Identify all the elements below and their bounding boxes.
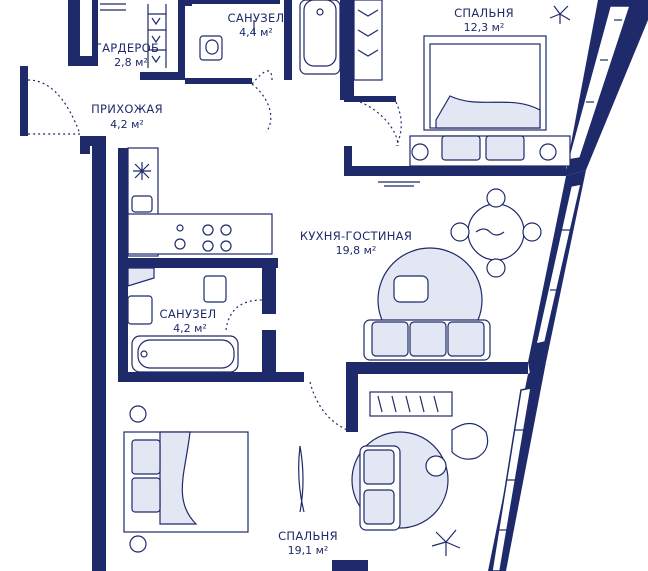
bathroom-2-area: 4,2 м²: [173, 322, 207, 335]
living-furniture: [363, 181, 542, 361]
bedroom-1-furniture: [409, 5, 571, 167]
bathroom-1-name: САНУЗЕЛ: [228, 11, 285, 25]
facade: [488, 0, 648, 571]
bathroom-1-fixtures: [199, 0, 383, 81]
bathroom-2-fixtures: [127, 267, 239, 373]
room-labels: ГАРДЕРОБ 2,8 м² САНУЗЕЛ 4,4 м² СПАЛЬНЯ 1…: [91, 6, 514, 557]
bedroom-2-furniture: [123, 391, 489, 556]
bedroom-1-name: СПАЛЬНЯ: [454, 6, 514, 20]
kitchen-living-area: 19,8 м²: [336, 244, 377, 257]
bathroom-2-name: САНУЗЕЛ: [160, 307, 217, 321]
door-swings: [27, 70, 402, 433]
bedroom-2-name: СПАЛЬНЯ: [278, 529, 338, 543]
bathroom-1-area: 4,4 м²: [239, 26, 273, 39]
hallway-name: ПРИХОЖАЯ: [91, 102, 163, 116]
hallway-area: 4,2 м²: [110, 118, 144, 131]
wardrobe-rack: [100, 3, 167, 68]
kitchen-fixtures: [127, 147, 273, 257]
kitchen-living-name: КУХНЯ-ГОСТИНАЯ: [300, 229, 412, 243]
bedroom-2-area: 19,1 м²: [288, 544, 329, 557]
bedroom-1-area: 12,3 м²: [464, 21, 505, 34]
wardrobe-area: 2,8 м²: [114, 56, 148, 69]
walls: [20, 0, 566, 571]
wardrobe-name: ГАРДЕРОБ: [95, 41, 159, 55]
